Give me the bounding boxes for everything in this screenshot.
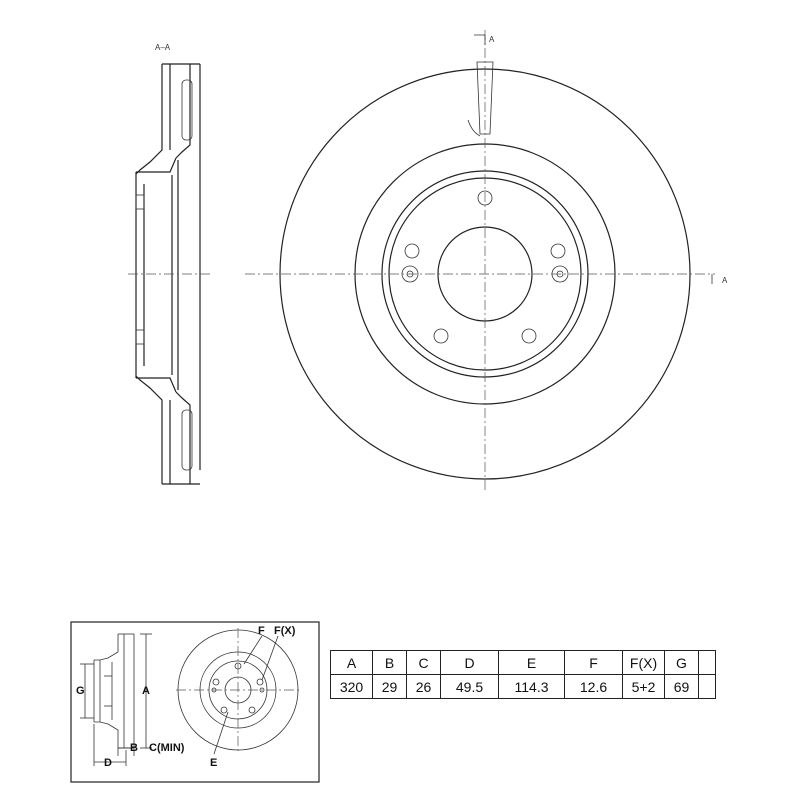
key-label-fx: F(X) xyxy=(274,625,296,637)
value-f: 12.6 xyxy=(564,674,623,699)
header-empty xyxy=(698,650,716,675)
header-c: C xyxy=(406,650,441,675)
header-f: F xyxy=(564,650,623,675)
value-d: 49.5 xyxy=(440,674,499,699)
value-a: 320 xyxy=(330,674,373,699)
value-b: 29 xyxy=(372,674,407,699)
cut-marker-right: A xyxy=(722,276,728,285)
table-value-row: 320 29 26 49.5 114.3 12.6 5+2 69 xyxy=(330,674,716,699)
key-label-c: C(MIN) xyxy=(149,742,185,754)
value-g: 69 xyxy=(664,674,699,699)
spec-table: A B C D E F F(X) G 320 29 26 49.5 114.3 … xyxy=(330,650,716,699)
key-label-g: G xyxy=(76,685,85,697)
key-label-e: E xyxy=(210,757,217,769)
header-a: A xyxy=(330,650,373,675)
value-e: 114.3 xyxy=(498,674,565,699)
header-d: D xyxy=(440,650,499,675)
key-label-b: B xyxy=(130,742,138,754)
value-empty xyxy=(698,674,716,699)
key-label-a: A xyxy=(142,685,150,697)
header-fx: F(X) xyxy=(622,650,665,675)
dimension-key: A G B C(MIN) D F F(X) xyxy=(70,621,320,783)
header-e: E xyxy=(498,650,565,675)
key-label-f: F xyxy=(258,625,265,637)
cut-marker-top: A xyxy=(489,35,495,44)
value-c: 26 xyxy=(406,674,441,699)
table-header-row: A B C D E F F(X) G xyxy=(330,650,716,675)
header-b: B xyxy=(372,650,407,675)
section-label: A–A xyxy=(155,43,171,52)
value-fx: 5+2 xyxy=(622,674,665,699)
key-label-d: D xyxy=(104,757,112,769)
header-g: G xyxy=(664,650,699,675)
section-view: A–A xyxy=(128,43,210,485)
front-view: A A xyxy=(245,30,728,490)
